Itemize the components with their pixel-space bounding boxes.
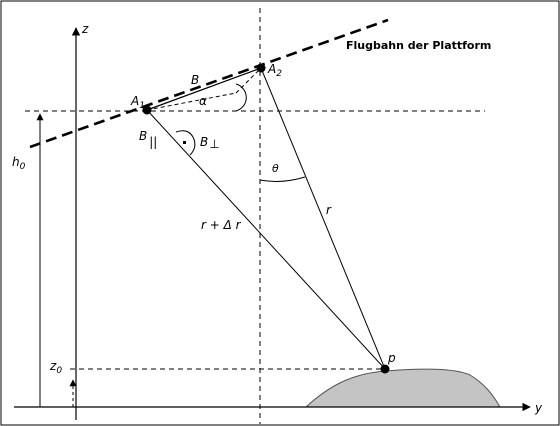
point-a2 [256, 63, 266, 73]
terrain-shape [304, 368, 501, 408]
flight-path-line [29, 18, 389, 149]
baseline-segment [146, 67, 262, 111]
point-p [380, 364, 390, 374]
range-r-delta-label: r + Δ r [201, 218, 242, 232]
right-angle-dot [183, 141, 186, 144]
z0-label: z0 [49, 359, 62, 376]
range-r-label: r [326, 203, 332, 217]
b-parallel-component [235, 67, 262, 94]
range-line-r-delta [146, 109, 386, 370]
theta-angle-arc [259, 176, 306, 182]
baseline-label: B [191, 73, 199, 87]
theta-label: θ [272, 162, 279, 175]
alpha-angle-arc [235, 83, 247, 112]
b-parallel-label: B|| [139, 129, 157, 149]
y-axis-label: y [534, 401, 543, 415]
point-p-label: p [387, 351, 396, 365]
point-a1-label: A1 [130, 94, 145, 111]
b-perp-label: B⊥ [200, 135, 220, 151]
b-perp-line [146, 92, 237, 111]
right-angle-arc [175, 130, 196, 156]
alpha-label: α [199, 94, 207, 108]
range-line-r [260, 67, 386, 370]
z-axis-label: z [81, 22, 89, 36]
h0-label: h0 [12, 155, 26, 172]
point-a2-label: A2 [267, 62, 282, 79]
trajectory-label: Flugbahn der Plattform [346, 39, 491, 52]
point-a1 [142, 105, 152, 115]
